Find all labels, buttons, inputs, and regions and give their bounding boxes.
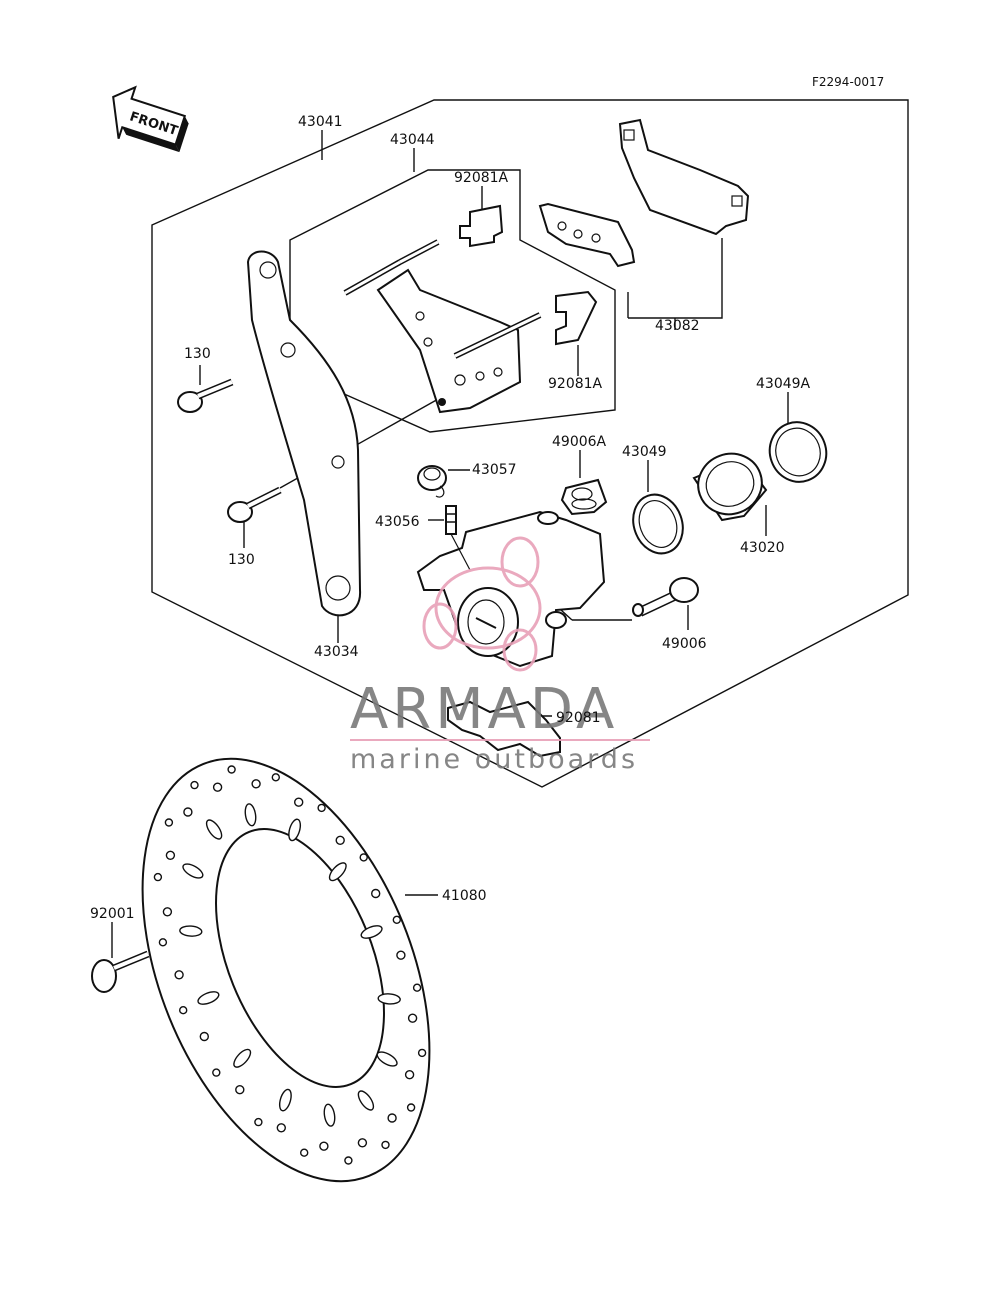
watermark-logo-icon — [422, 536, 542, 672]
disc-hole — [323, 1103, 336, 1127]
pin-boot-49006A — [560, 478, 608, 516]
disc-hole — [381, 1140, 390, 1150]
disc-hole — [212, 1068, 221, 1077]
label-92081A-top: 92081A — [454, 170, 509, 186]
disc-hole — [396, 950, 406, 960]
slide-pin-49006 — [632, 577, 699, 617]
label-43049: 43049 — [622, 444, 667, 460]
bleeder-valve-43056 — [445, 505, 471, 571]
disc-hole — [227, 765, 236, 774]
disc-hole — [335, 835, 345, 845]
disc-hole — [197, 991, 220, 1005]
diagram-code: F2294-0017 — [812, 75, 884, 89]
label-130-top: 130 — [184, 346, 211, 362]
disc-hole — [357, 1090, 375, 1111]
label-43049A: 43049A — [756, 376, 811, 392]
disc-hole — [153, 872, 163, 882]
disc-hole — [165, 850, 176, 860]
label-130-bottom: 130 — [228, 552, 255, 568]
brake-disc-41080 — [141, 757, 431, 1183]
disc-hole — [359, 853, 368, 862]
disc-hole — [357, 1138, 368, 1148]
disc-hole — [205, 819, 223, 840]
disc-hole — [376, 1051, 398, 1067]
label-43034: 43034 — [314, 644, 359, 660]
disc-hole — [319, 1141, 329, 1151]
disc-hole — [164, 818, 174, 827]
disc-hole — [344, 1156, 353, 1165]
watermark-brand: ARMADA — [350, 677, 618, 742]
disc-hole — [233, 1048, 252, 1068]
pad-spring-92081A-bottom — [555, 290, 598, 346]
label-92081A-bottom: 92081A — [548, 376, 603, 392]
disc-hole — [371, 888, 381, 899]
disc-hole — [212, 782, 223, 792]
disc-hole — [179, 925, 203, 937]
disc-hole — [392, 915, 401, 924]
label-92001: 92001 — [90, 906, 135, 922]
disc-hole — [235, 1084, 245, 1095]
label-43057: 43057 — [472, 462, 517, 478]
disc-hole — [407, 1013, 418, 1023]
assembly-outline-43041 — [151, 99, 909, 788]
disc-hole — [317, 803, 326, 813]
disc-hole — [417, 1048, 427, 1058]
disc-hole — [190, 780, 199, 790]
dust-seal-43049A — [768, 421, 828, 483]
disc-hole — [328, 862, 347, 882]
disc-bolt-92001 — [91, 950, 150, 993]
disc-hole — [271, 773, 280, 782]
front-arrow-icon: FRONT — [112, 85, 189, 153]
brake-pad-43082-inner — [538, 202, 636, 268]
label-49006A: 49006A — [552, 434, 607, 450]
label-41080: 41080 — [442, 888, 487, 904]
disc-hole — [288, 818, 302, 842]
disc-hole — [244, 803, 257, 827]
label-49006: 49006 — [662, 636, 707, 652]
bolt-130-top — [177, 378, 234, 413]
disc-hole — [162, 907, 173, 917]
piston-43020 — [692, 452, 768, 522]
disc-hole — [387, 1113, 397, 1123]
disc-hole — [278, 1088, 292, 1112]
disc-hole — [412, 983, 422, 992]
disc-hole — [406, 1103, 416, 1112]
disc-hole — [300, 1148, 309, 1157]
disc-hole — [174, 970, 184, 980]
disc-hole — [182, 863, 204, 879]
pad-spring-92081 — [447, 700, 561, 758]
disc-hole — [158, 938, 168, 947]
label-43041: 43041 — [298, 114, 343, 130]
disc-hole — [276, 1123, 286, 1133]
disc-hole — [404, 1069, 415, 1080]
pad-spring-92081A-top — [459, 204, 504, 248]
part-labels: 43041 43044 92081A 43082 130 92081A 4304… — [90, 114, 811, 922]
pads-outline-43082 — [628, 238, 723, 319]
watermark: ARMADA marine outboards — [350, 536, 650, 775]
disc-hole — [254, 1117, 263, 1127]
bolt-130-bottom — [227, 486, 282, 523]
label-43056: 43056 — [375, 514, 420, 530]
piston-seal-43049 — [632, 493, 684, 555]
disc-hole — [199, 1031, 210, 1042]
disc-hole — [178, 1006, 188, 1015]
label-43044: 43044 — [390, 132, 435, 148]
mounting-plate-43034 — [246, 250, 362, 617]
caliper-bracket-43044 — [376, 268, 522, 414]
label-43082: 43082 — [655, 318, 700, 334]
bleeder-cap-43057 — [417, 465, 447, 498]
disc-hole — [251, 779, 261, 789]
label-92081: 92081 — [556, 710, 601, 726]
disc-hole — [294, 797, 304, 807]
watermark-tagline: marine outboards — [350, 744, 638, 775]
label-43020: 43020 — [740, 540, 785, 556]
brake-pad-43082-outer — [618, 118, 750, 236]
disc-hole — [183, 807, 193, 817]
disc-hole — [360, 925, 383, 939]
disc-hole — [377, 993, 401, 1005]
